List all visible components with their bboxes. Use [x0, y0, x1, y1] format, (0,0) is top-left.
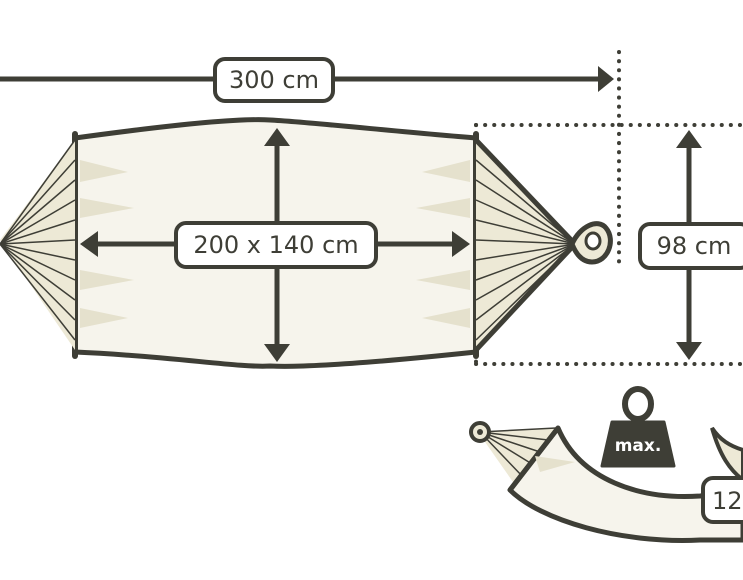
height-dimension: 98 cm	[638, 130, 743, 360]
bed-size-label-box	[174, 221, 378, 269]
total-length-label-box	[213, 57, 335, 103]
right-suspension-strings	[474, 138, 577, 352]
bed-size-dimension: 200 x 140 cm	[80, 128, 470, 362]
height-label: 98 cm	[657, 232, 732, 260]
load-label-box	[701, 476, 743, 524]
hanging-ring-icon	[569, 221, 613, 265]
fabric-shading-left	[80, 160, 134, 328]
side-view-fabric	[507, 425, 743, 543]
kettlebell-weight-icon: max.	[600, 386, 676, 468]
height-label-box	[638, 222, 743, 270]
total-length-label: 300 cm	[229, 66, 319, 94]
weight-badge-label: max.	[615, 436, 662, 456]
left-suspension-strings	[0, 139, 76, 350]
bed-size-label: 200 x 140 cm	[193, 231, 358, 259]
fabric-shading-right	[416, 160, 470, 328]
total-length-dimension: 300 cm	[0, 57, 614, 103]
hammock-side-view: 12	[469, 421, 743, 543]
load-label: 12	[712, 487, 743, 515]
